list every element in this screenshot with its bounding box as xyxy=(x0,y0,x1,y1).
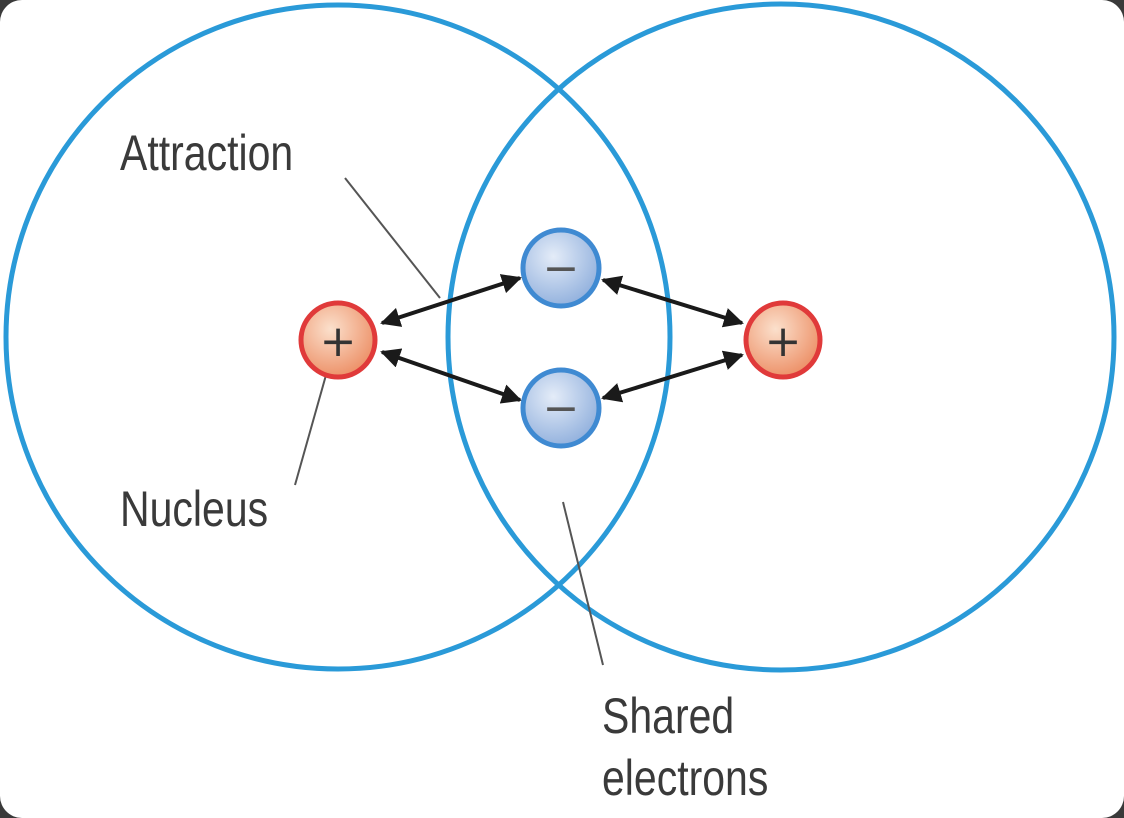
minus-icon: − xyxy=(543,243,580,294)
attraction-arrow xyxy=(380,274,522,327)
plus-icon: + xyxy=(765,316,802,367)
shared-electrons-label-line1: Shared xyxy=(602,688,734,744)
shared-electron-top: − xyxy=(520,227,602,309)
shared-electrons-label-line2: electrons xyxy=(602,750,768,806)
attraction-arrow xyxy=(380,348,522,404)
attraction-label: Attraction xyxy=(120,125,293,181)
attraction-arrow xyxy=(601,350,744,403)
attraction-leader-line xyxy=(344,177,441,299)
right-nucleus: + xyxy=(743,300,823,380)
shared-electrons-leader-line xyxy=(562,501,604,666)
left-atom-shell xyxy=(3,2,673,672)
attraction-arrow xyxy=(601,275,744,328)
right-atom-shell xyxy=(445,1,1117,673)
plus-icon: + xyxy=(320,316,357,367)
nucleus-label: Nucleus xyxy=(120,481,268,537)
left-nucleus: + xyxy=(298,300,378,380)
shared-electron-bottom: − xyxy=(520,367,602,449)
minus-icon: − xyxy=(543,383,580,434)
nucleus-leader-line xyxy=(294,367,329,486)
